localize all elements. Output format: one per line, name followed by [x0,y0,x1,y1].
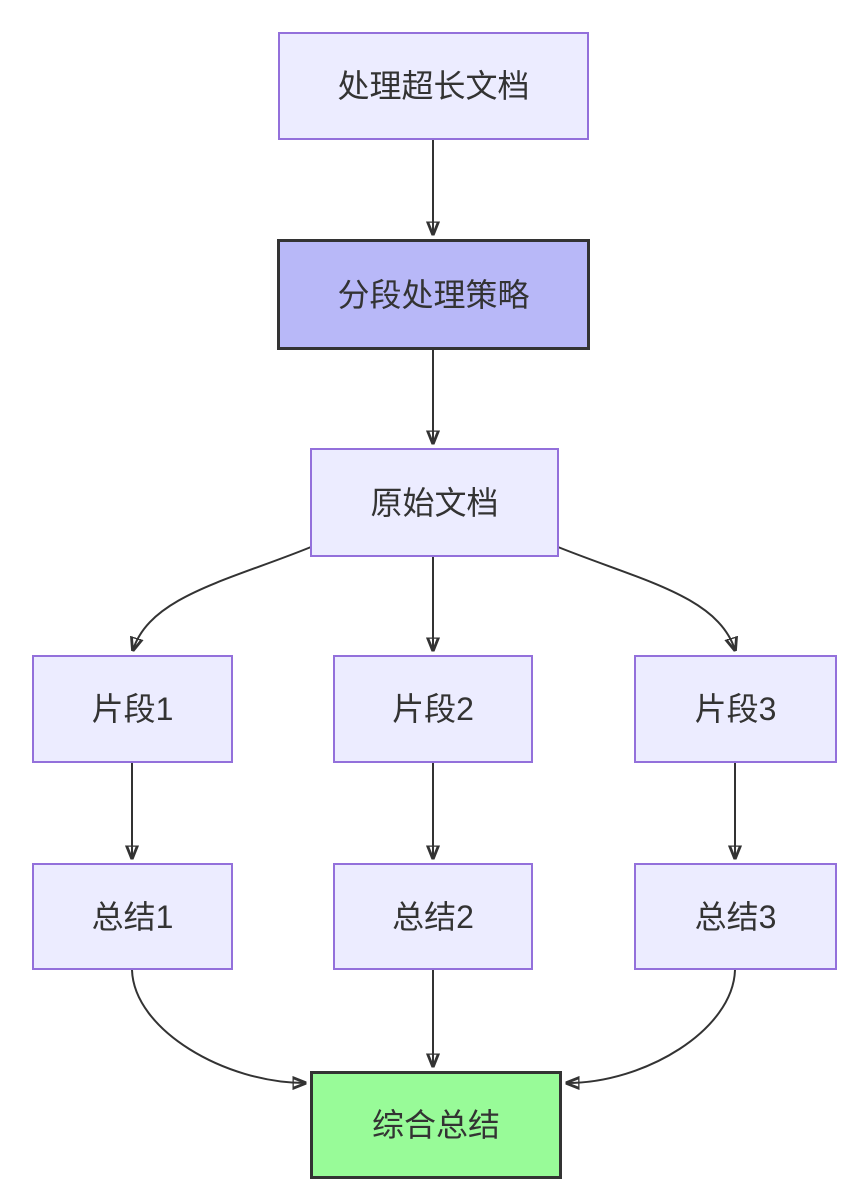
edge-doc-chunk1 [133,546,312,650]
node-strategy-label: 分段处理策略 [337,276,530,313]
node-chunk3-label: 片段3 [694,691,777,727]
node-strategy: 分段处理策略 [277,239,590,350]
node-summary3: 总结3 [634,863,837,970]
node-summary2-label: 总结2 [392,898,474,935]
node-task: 处理超长文档 [278,32,589,140]
node-final: 综合总结 [310,1071,562,1179]
node-final-label: 综合总结 [371,1107,500,1143]
edge-summary3-final [567,969,736,1083]
edge-summary1-final [131,969,305,1083]
node-chunk2-label: 片段2 [392,691,474,727]
node-chunk1: 片段1 [32,655,233,763]
node-summary2: 总结2 [333,863,533,970]
node-summary1: 总结1 [32,863,233,970]
node-doc-label: 原始文档 [370,484,499,521]
node-summary3-label: 总结3 [694,898,777,935]
node-doc: 原始文档 [310,448,559,557]
node-task-label: 处理超长文档 [337,68,530,104]
node-chunk3: 片段3 [634,655,837,763]
node-chunk1-label: 片段1 [91,691,174,727]
node-chunk2: 片段2 [333,655,533,763]
node-summary1-label: 总结1 [91,898,174,935]
edge-doc-chunk3 [557,546,735,650]
